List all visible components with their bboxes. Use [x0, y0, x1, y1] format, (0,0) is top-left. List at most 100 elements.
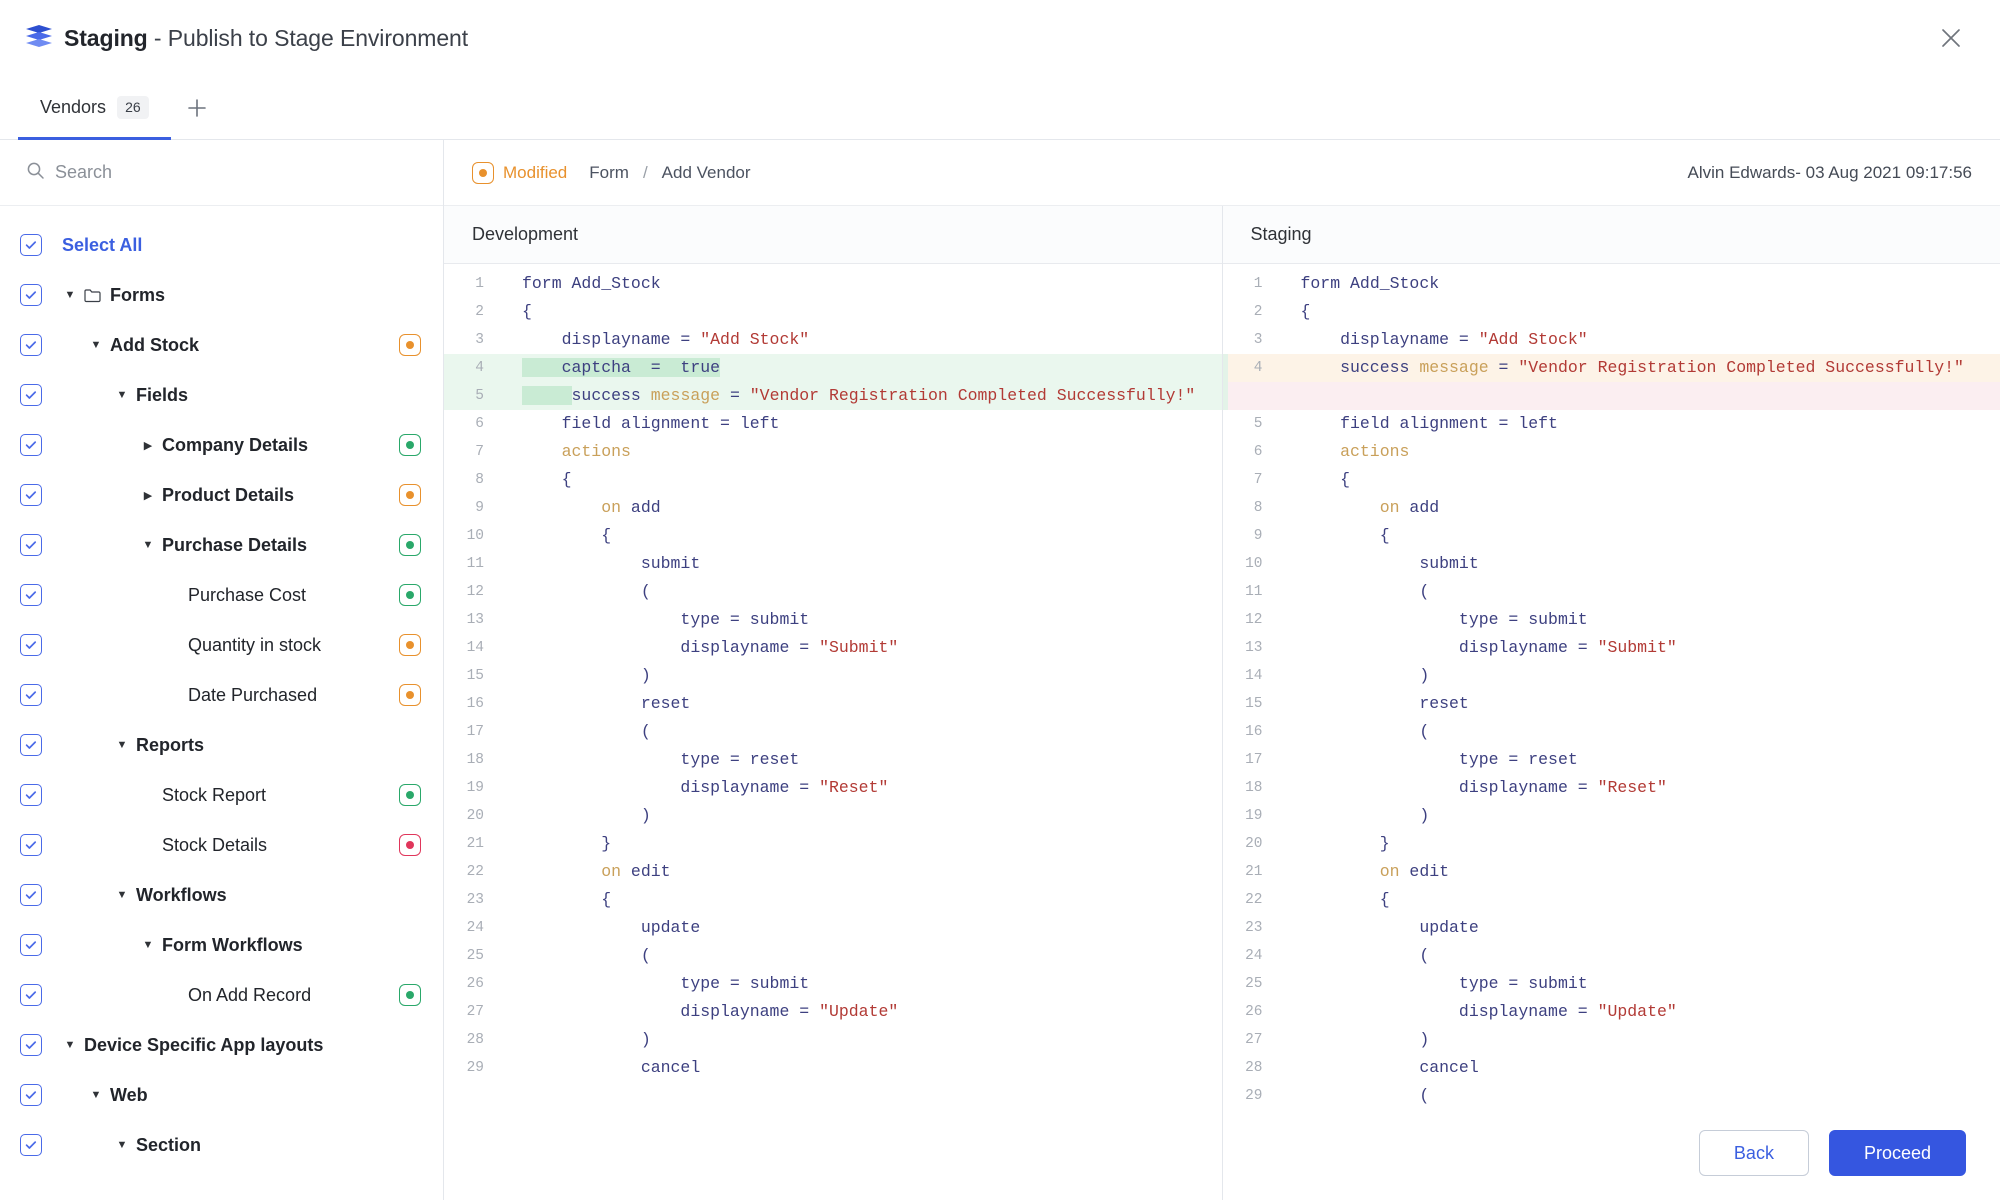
tree-row-checkbox[interactable]: [20, 584, 42, 606]
code-line: 12 (: [444, 578, 1222, 606]
tree-row-checkbox[interactable]: [20, 884, 42, 906]
chevron-right-icon[interactable]: ▶: [143, 489, 153, 502]
code-line-text: submit: [522, 554, 701, 573]
folder-icon: [84, 288, 101, 303]
status-dot-green-icon: [399, 434, 421, 456]
code-line-text: displayname = "Submit": [522, 638, 899, 657]
page-title-sub: - Publish to Stage Environment: [147, 24, 468, 51]
code-line-number: 7: [475, 444, 484, 460]
caret-placeholder: ▶: [140, 789, 156, 802]
tree-row-checkbox[interactable]: [20, 534, 42, 556]
chevron-down-icon[interactable]: ▼: [116, 389, 128, 401]
tree-row-checkbox[interactable]: [20, 1084, 42, 1106]
tree-row[interactable]: ▼Fields: [0, 370, 443, 420]
tree-row[interactable]: ▼Form Workflows: [0, 920, 443, 970]
chevron-down-icon[interactable]: ▼: [90, 1089, 102, 1101]
tree-row[interactable]: ▶ Stock Report: [0, 770, 443, 820]
code-line: 24 update: [444, 914, 1222, 942]
tree-row-checkbox[interactable]: [20, 784, 42, 806]
tree-row-label: Stock Details: [162, 834, 268, 855]
tree-row-checkbox[interactable]: [20, 434, 42, 456]
tree-row[interactable]: ▶Product Details: [0, 470, 443, 520]
code-line-text: {: [1300, 302, 1311, 321]
tree-row-label: Device Specific App layouts: [84, 1034, 324, 1055]
close-icon[interactable]: [1932, 19, 1970, 57]
code-line: 17 type = reset: [1223, 746, 2000, 774]
tree-row-label: Web: [110, 1084, 148, 1105]
chevron-down-icon[interactable]: ▼: [116, 1139, 128, 1151]
search-input[interactable]: [55, 162, 417, 183]
code-line-text: displayname = "Update": [522, 1002, 899, 1021]
code-line: 21 on edit: [1223, 858, 2000, 886]
tree-row[interactable]: ▼Purchase Details: [0, 520, 443, 570]
tree-row[interactable]: ▼ Device Specific App layouts: [0, 1020, 443, 1070]
search-bar[interactable]: [0, 140, 443, 206]
footer-actions: Back Proceed: [1698, 1130, 1966, 1176]
plus-icon[interactable]: [171, 76, 223, 139]
code-line-text: {: [522, 470, 572, 489]
tree-row-checkbox[interactable]: [20, 384, 42, 406]
chevron-down-icon[interactable]: ▼: [64, 1039, 76, 1051]
select-all-checkbox[interactable]: [20, 234, 42, 256]
chevron-down-icon[interactable]: ▼: [142, 939, 154, 951]
tree-row-checkbox[interactable]: [20, 634, 42, 656]
tree-row[interactable]: ▶On Add Record: [0, 970, 443, 1020]
tab-vendors[interactable]: Vendors 26: [18, 76, 171, 140]
tree-row[interactable]: ▶Quantity in stock: [0, 620, 443, 670]
tree-row-label: Add Stock: [110, 334, 200, 355]
tree-row[interactable]: ▼Forms: [0, 270, 443, 320]
code-line: 16 (: [1223, 718, 2000, 746]
proceed-button[interactable]: Proceed: [1828, 1130, 1966, 1176]
code-line-text: captcha = true: [522, 358, 721, 377]
tree-row[interactable]: ▼ Web: [0, 1070, 443, 1120]
layers-stack-icon: [26, 25, 52, 51]
tree-row[interactable]: ▼Workflows: [0, 870, 443, 920]
tree-row[interactable]: ▼ Add Stock: [0, 320, 443, 370]
breadcrumb-item-form[interactable]: Form: [589, 162, 629, 182]
tree-row-checkbox[interactable]: [20, 684, 42, 706]
chevron-down-icon[interactable]: ▼: [116, 739, 128, 751]
tree-row-label: Stock Report: [162, 784, 267, 805]
code-line-number: 26: [466, 976, 484, 992]
tree-row[interactable]: ▶Purchase Cost: [0, 570, 443, 620]
chevron-down-icon[interactable]: ▼: [64, 289, 76, 301]
chevron-down-icon[interactable]: ▼: [142, 539, 154, 551]
code-line-text: ): [1300, 666, 1430, 685]
tree-row-label: Company Details: [162, 434, 309, 455]
select-all-row[interactable]: Select All: [0, 220, 443, 270]
chevron-right-icon[interactable]: ▶: [143, 439, 153, 452]
code-line-text: reset: [1300, 694, 1469, 713]
back-button[interactable]: Back: [1698, 1130, 1809, 1176]
tree-row[interactable]: ▶Stock Details: [0, 820, 443, 870]
code-line: 8 {: [444, 466, 1222, 494]
tree-row-checkbox[interactable]: [20, 1134, 42, 1156]
select-all-label: Select All: [62, 234, 143, 255]
tree-row[interactable]: ▼Reports: [0, 720, 443, 770]
tree-row-checkbox[interactable]: [20, 834, 42, 856]
tree-row-checkbox[interactable]: [20, 334, 42, 356]
code-line-text: (: [1300, 946, 1430, 965]
breadcrumb-item-add-vendor[interactable]: Add Vendor: [661, 162, 751, 182]
tree-row-checkbox[interactable]: [20, 484, 42, 506]
code-line-number: 23: [1245, 920, 1263, 936]
code-line-text: on add: [522, 498, 661, 517]
tree-row[interactable]: ▼Section: [0, 1120, 443, 1170]
tree-row-checkbox[interactable]: [20, 1034, 42, 1056]
tree-row-checkbox[interactable]: [20, 984, 42, 1006]
chevron-down-icon[interactable]: ▼: [90, 339, 102, 351]
chevron-down-icon[interactable]: ▼: [116, 889, 128, 901]
tree-row[interactable]: ▶Date Purchased: [0, 670, 443, 720]
tree-row-checkbox[interactable]: [20, 734, 42, 756]
tree-row-checkbox[interactable]: [20, 934, 42, 956]
code-line-text: displayname = "Reset": [522, 778, 889, 797]
tree-row-checkbox[interactable]: [20, 284, 42, 306]
status-dot-orange-icon: [399, 684, 421, 706]
code-line-text: type = submit: [1300, 610, 1588, 629]
code-line-text: (: [522, 582, 651, 601]
code-line: 27 ): [1223, 1026, 2000, 1054]
tree-row[interactable]: ▶ Company Details: [0, 420, 443, 470]
search-icon: [26, 161, 45, 185]
